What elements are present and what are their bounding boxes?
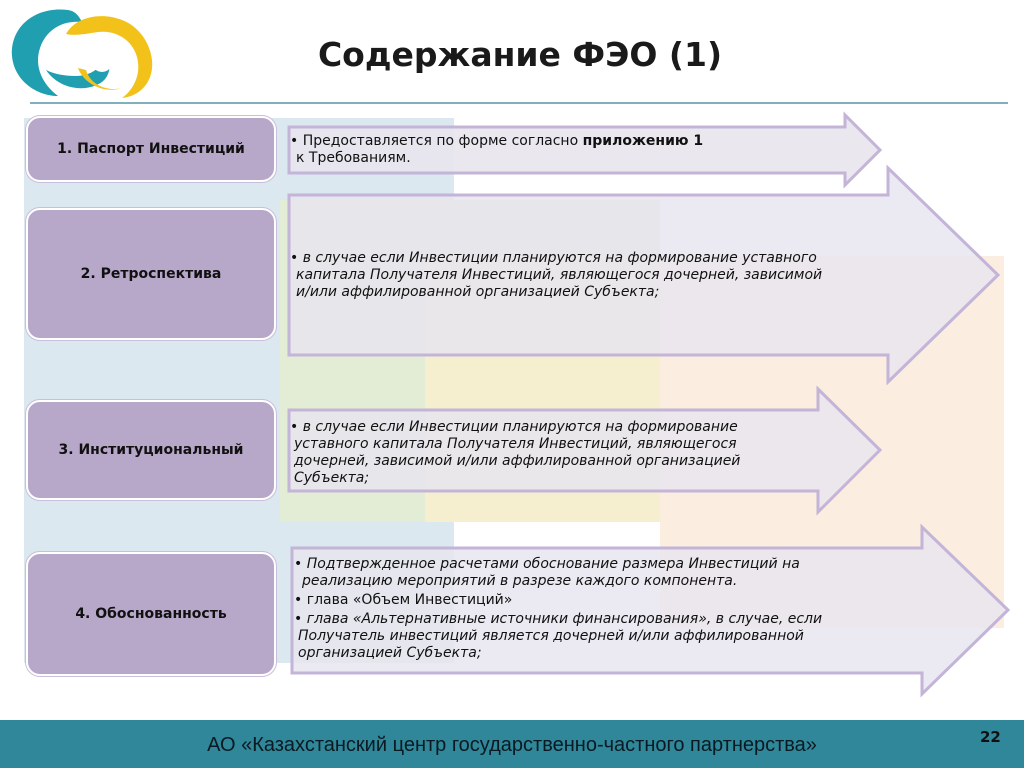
- bullet-line: • Подтвержденное расчетами обоснование р…: [294, 556, 800, 572]
- bullet-line: Субъекта;: [294, 470, 370, 486]
- arrow-text-2: • в случае если Инвестиции планируются н…: [290, 250, 822, 301]
- arrow-shape-2: [287, 164, 1001, 386]
- footer-bar: [0, 720, 1024, 768]
- page-number: 22: [980, 728, 1001, 746]
- bullet-line: • Предоставляется по форме согласно прил…: [290, 133, 704, 149]
- bullet-line: к Требованиям.: [296, 150, 411, 166]
- arrow-shape-1: [287, 111, 883, 189]
- bullet-line: Получатель инвестиций является дочерней …: [298, 628, 804, 644]
- arrow-shape-3: [287, 385, 883, 516]
- step-box-institutional: 3. Институциональный: [26, 400, 276, 500]
- bullet-line: уставного капитала Получателя Инвестиций…: [294, 436, 737, 452]
- bullet-line: дочерней, зависимой и/или аффилированной…: [294, 453, 741, 469]
- step-box-retrospective: 2. Ретроспектива: [26, 208, 276, 340]
- title-divider: [30, 102, 1008, 104]
- footer-organization: АО «Казахстанский центр государственно-ч…: [207, 734, 817, 756]
- bullet-line: реализацию мероприятий в разрезе каждого…: [302, 573, 738, 589]
- appendix-reference: приложению 1: [582, 133, 704, 149]
- arrow-text-1: • Предоставляется по форме согласно прил…: [290, 133, 703, 167]
- bullet-line: организацией Субъекта;: [298, 645, 482, 661]
- arrow-text-3: • в случае если Инвестиции планируются н…: [290, 419, 740, 487]
- arrow-shape-4: [290, 523, 1011, 698]
- bullet-line: • в случае если Инвестиции планируются н…: [290, 250, 817, 266]
- company-logo: [11, 9, 153, 98]
- step-label: 2. Ретроспектива: [80, 266, 222, 282]
- bullet-line: • глава «Объем Инвестиций»: [294, 592, 513, 608]
- step-label: 4. Обоснованность: [75, 606, 227, 622]
- step-box-justification: 4. Обоснованность: [26, 552, 276, 676]
- step-label: 3. Институциональный: [58, 442, 244, 458]
- step-label: 1. Паспорт Инвестиций: [57, 141, 245, 157]
- bullet-line: • глава «Альтернативные источники финанс…: [294, 611, 823, 627]
- slide-title: Содержание ФЭО (1): [317, 35, 723, 74]
- bullet-line: и/или аффилированной организацией Субъек…: [296, 284, 660, 300]
- arrow-text-4: • Подтвержденное расчетами обоснование р…: [294, 556, 822, 662]
- bullet-line: капитала Получателя Инвестиций, являющег…: [296, 267, 823, 283]
- step-box-passport: 1. Паспорт Инвестиций: [26, 116, 276, 182]
- bullet-line: • в случае если Инвестиции планируются н…: [290, 419, 738, 435]
